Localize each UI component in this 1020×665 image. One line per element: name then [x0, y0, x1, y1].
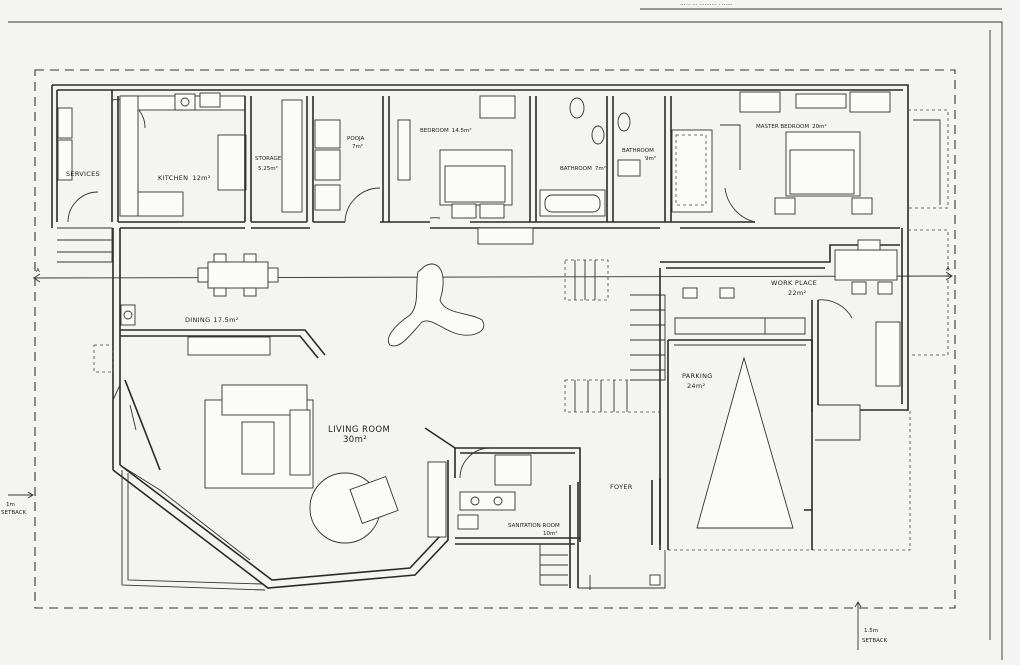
left-setback-dimension: 1m SETBACK — [1, 491, 34, 516]
label-storage: STORAGE — [255, 156, 282, 162]
foyer-and-sanitation — [455, 447, 666, 590]
label-work-place: WORK PLACE — [771, 279, 817, 287]
svg-text:A: A — [36, 268, 40, 274]
svg-text:SETBACK: SETBACK — [862, 638, 888, 644]
svg-text:1m: 1m — [6, 502, 15, 508]
setback-boundary — [34, 69, 956, 609]
parking-area — [659, 268, 911, 551]
label-services: SERVICES — [66, 170, 100, 178]
bottom-setback-dimension: 1.5m SETBACK — [854, 601, 888, 650]
label-pooja: POOJA — [347, 136, 365, 142]
sheet-header: ··· ·· ··· ·········· · ······ — [680, 2, 733, 8]
label-parking: PARKING — [682, 372, 713, 380]
label-sanitation-room: SANITATION ROOM — [508, 523, 560, 529]
svg-text:SETBACK: SETBACK — [1, 510, 27, 516]
label-pooja-area: 7m² — [352, 143, 363, 150]
label-sanitation-area: 10m² — [543, 530, 558, 537]
label-living-room: LIVING ROOM — [328, 425, 390, 435]
label-bathroom-2: BATHROOM — [622, 148, 654, 154]
courtyard-sculpture — [388, 263, 485, 347]
label-foyer: FOYER — [610, 483, 633, 491]
exterior-walls — [51, 84, 909, 591]
label-living-room-area: 30m² — [343, 435, 367, 445]
top-row-partitions — [57, 90, 949, 263]
label-work-place-area: 22m² — [788, 289, 807, 297]
label-storage-area: 5.25m² — [258, 165, 278, 172]
sheet-border — [8, 21, 1003, 660]
work-place — [660, 229, 949, 441]
car-outline — [696, 356, 794, 529]
dining-area — [93, 253, 485, 373]
stairs — [564, 259, 666, 413]
svg-text:1.5m: 1.5m — [864, 628, 878, 634]
label-parking-area: 24m² — [687, 382, 706, 390]
label-bathroom-2-area: 9m² — [645, 155, 656, 162]
living-room-furniture — [124, 379, 456, 544]
